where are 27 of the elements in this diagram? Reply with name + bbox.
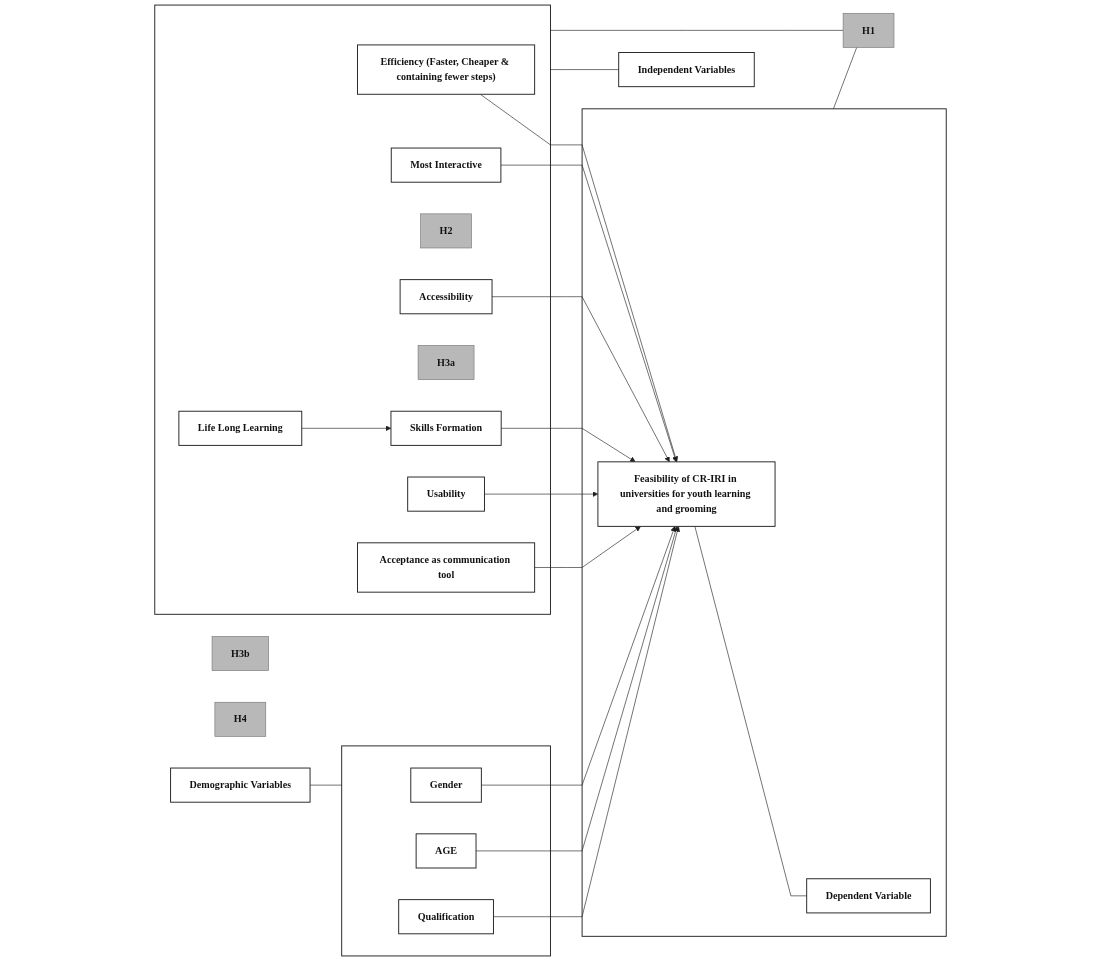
node-box: Qualification	[398, 899, 494, 935]
node-box: H2	[420, 213, 472, 249]
node-box: Accessibility	[399, 279, 493, 315]
node-box: Independent Variables	[618, 52, 755, 88]
node-box: Efficiency (Faster, Cheaper & containing fewer steps)	[357, 44, 536, 95]
node-box: H3a	[417, 345, 475, 380]
cluster	[581, 108, 947, 937]
node-box: AGE	[415, 833, 477, 869]
connector	[550, 30, 844, 31]
node-box: Skills Formation	[390, 410, 502, 446]
node-box: H3b	[211, 636, 269, 671]
node-box: Demographic Variables	[170, 767, 311, 803]
node-box: Life Long Learning	[178, 410, 303, 446]
node-box: H1	[842, 12, 895, 48]
node-box: Usability	[407, 476, 485, 512]
node-box: Acceptance as communication tool	[357, 542, 536, 593]
node-box: Dependent Variable	[806, 878, 931, 914]
cluster	[154, 4, 551, 615]
connector	[309, 784, 342, 786]
connector	[694, 526, 807, 897]
node-box: Feasibility of CR-IRI in universities for youth learning and grooming	[597, 461, 776, 527]
cluster	[341, 745, 551, 957]
connector	[833, 47, 857, 110]
node-box: H4	[214, 701, 267, 737]
node-box: Most Interactive	[390, 147, 502, 183]
node-box: Gender	[410, 767, 482, 803]
connector	[550, 69, 619, 70]
